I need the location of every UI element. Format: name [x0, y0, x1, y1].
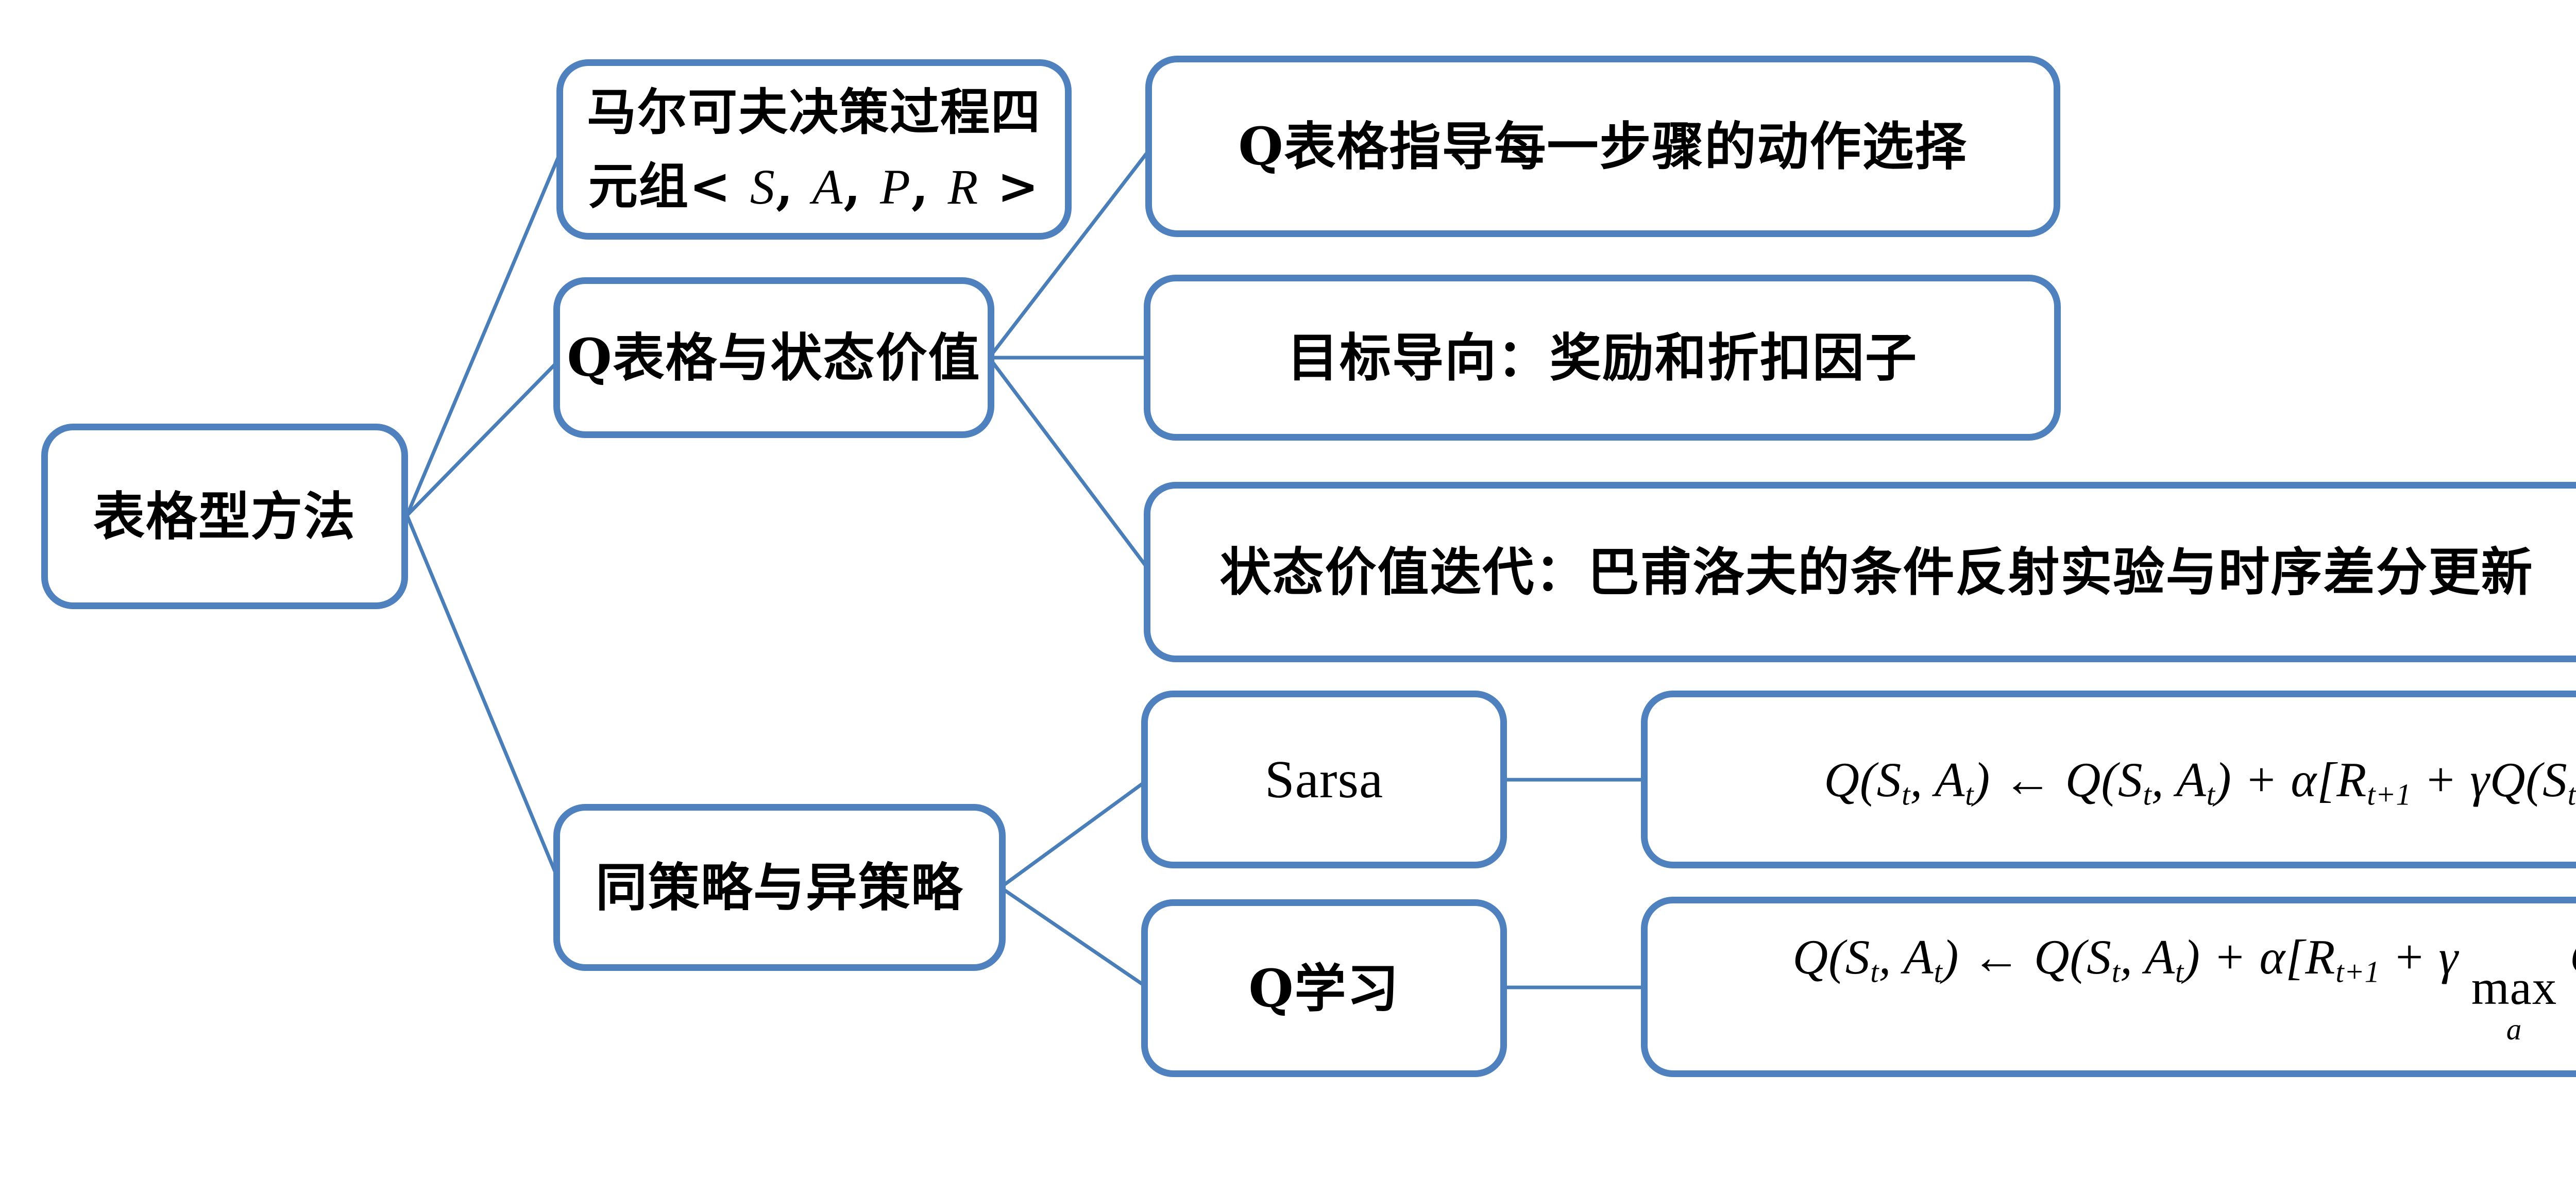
- node-sarsa-label: Sarsa: [1264, 750, 1384, 809]
- node-on-policy-off-policy[interactable]: 同策略与异策略: [553, 804, 1006, 971]
- node-markov-tuple[interactable]: 马尔可夫决策过程四元组< S, A, P, R >: [556, 59, 1072, 240]
- node-state-value-iteration-label: 状态价值迭代：巴甫洛夫的条件反射实验与时序差分更新: [1219, 542, 2534, 602]
- node-q-table-state-value[interactable]: Q表格与状态价值: [553, 277, 994, 438]
- node-on-policy-off-policy-label: 同策略与异策略: [596, 857, 963, 918]
- node-q-learning-label: Q学习: [1248, 958, 1400, 1019]
- sarsa-update-formula-text: Q(St, At) ← Q(St, At) + α[Rt+1 + γQ(St+1…: [1824, 752, 2576, 811]
- connector-root-strategy: [405, 514, 564, 888]
- connector-root-qtable: [405, 356, 563, 517]
- node-sarsa-update-formula[interactable]: Q(St, At) ← Q(St, At) + α[Rt+1 + γQ(St+1…: [1641, 691, 2576, 868]
- node-q-table-guides-actions[interactable]: Q表格指导每一步骤的动作选择: [1145, 56, 2060, 237]
- connector-strategy-q-learning: [999, 886, 1149, 989]
- node-state-value-iteration[interactable]: 状态价值迭代：巴甫洛夫的条件反射实验与时序差分更新: [1144, 482, 2576, 662]
- connector-root-markov: [405, 148, 564, 516]
- node-q-table-guides-actions-label: Q表格指导每一步骤的动作选择: [1238, 116, 1968, 177]
- connector-qtable-state-value: [988, 356, 1152, 574]
- node-sarsa[interactable]: Sarsa: [1141, 691, 1507, 868]
- node-goal-oriented-label: 目标导向：奖励和折扣因子: [1287, 327, 1918, 388]
- connector-strategy-sarsa: [999, 778, 1149, 889]
- node-q-table-state-value-label: Q表格与状态价值: [567, 327, 981, 388]
- node-tabular-methods-label: 表格型方法: [93, 486, 356, 547]
- node-goal-oriented[interactable]: 目标导向：奖励和折扣因子: [1144, 275, 2061, 441]
- node-markov-tuple-label: 马尔可夫决策过程四元组< S, A, P, R >: [587, 82, 1041, 215]
- node-tabular-methods[interactable]: 表格型方法: [41, 424, 408, 609]
- connector-qtable-action-choice: [988, 145, 1154, 359]
- node-q-learning[interactable]: Q学习: [1141, 899, 1507, 1077]
